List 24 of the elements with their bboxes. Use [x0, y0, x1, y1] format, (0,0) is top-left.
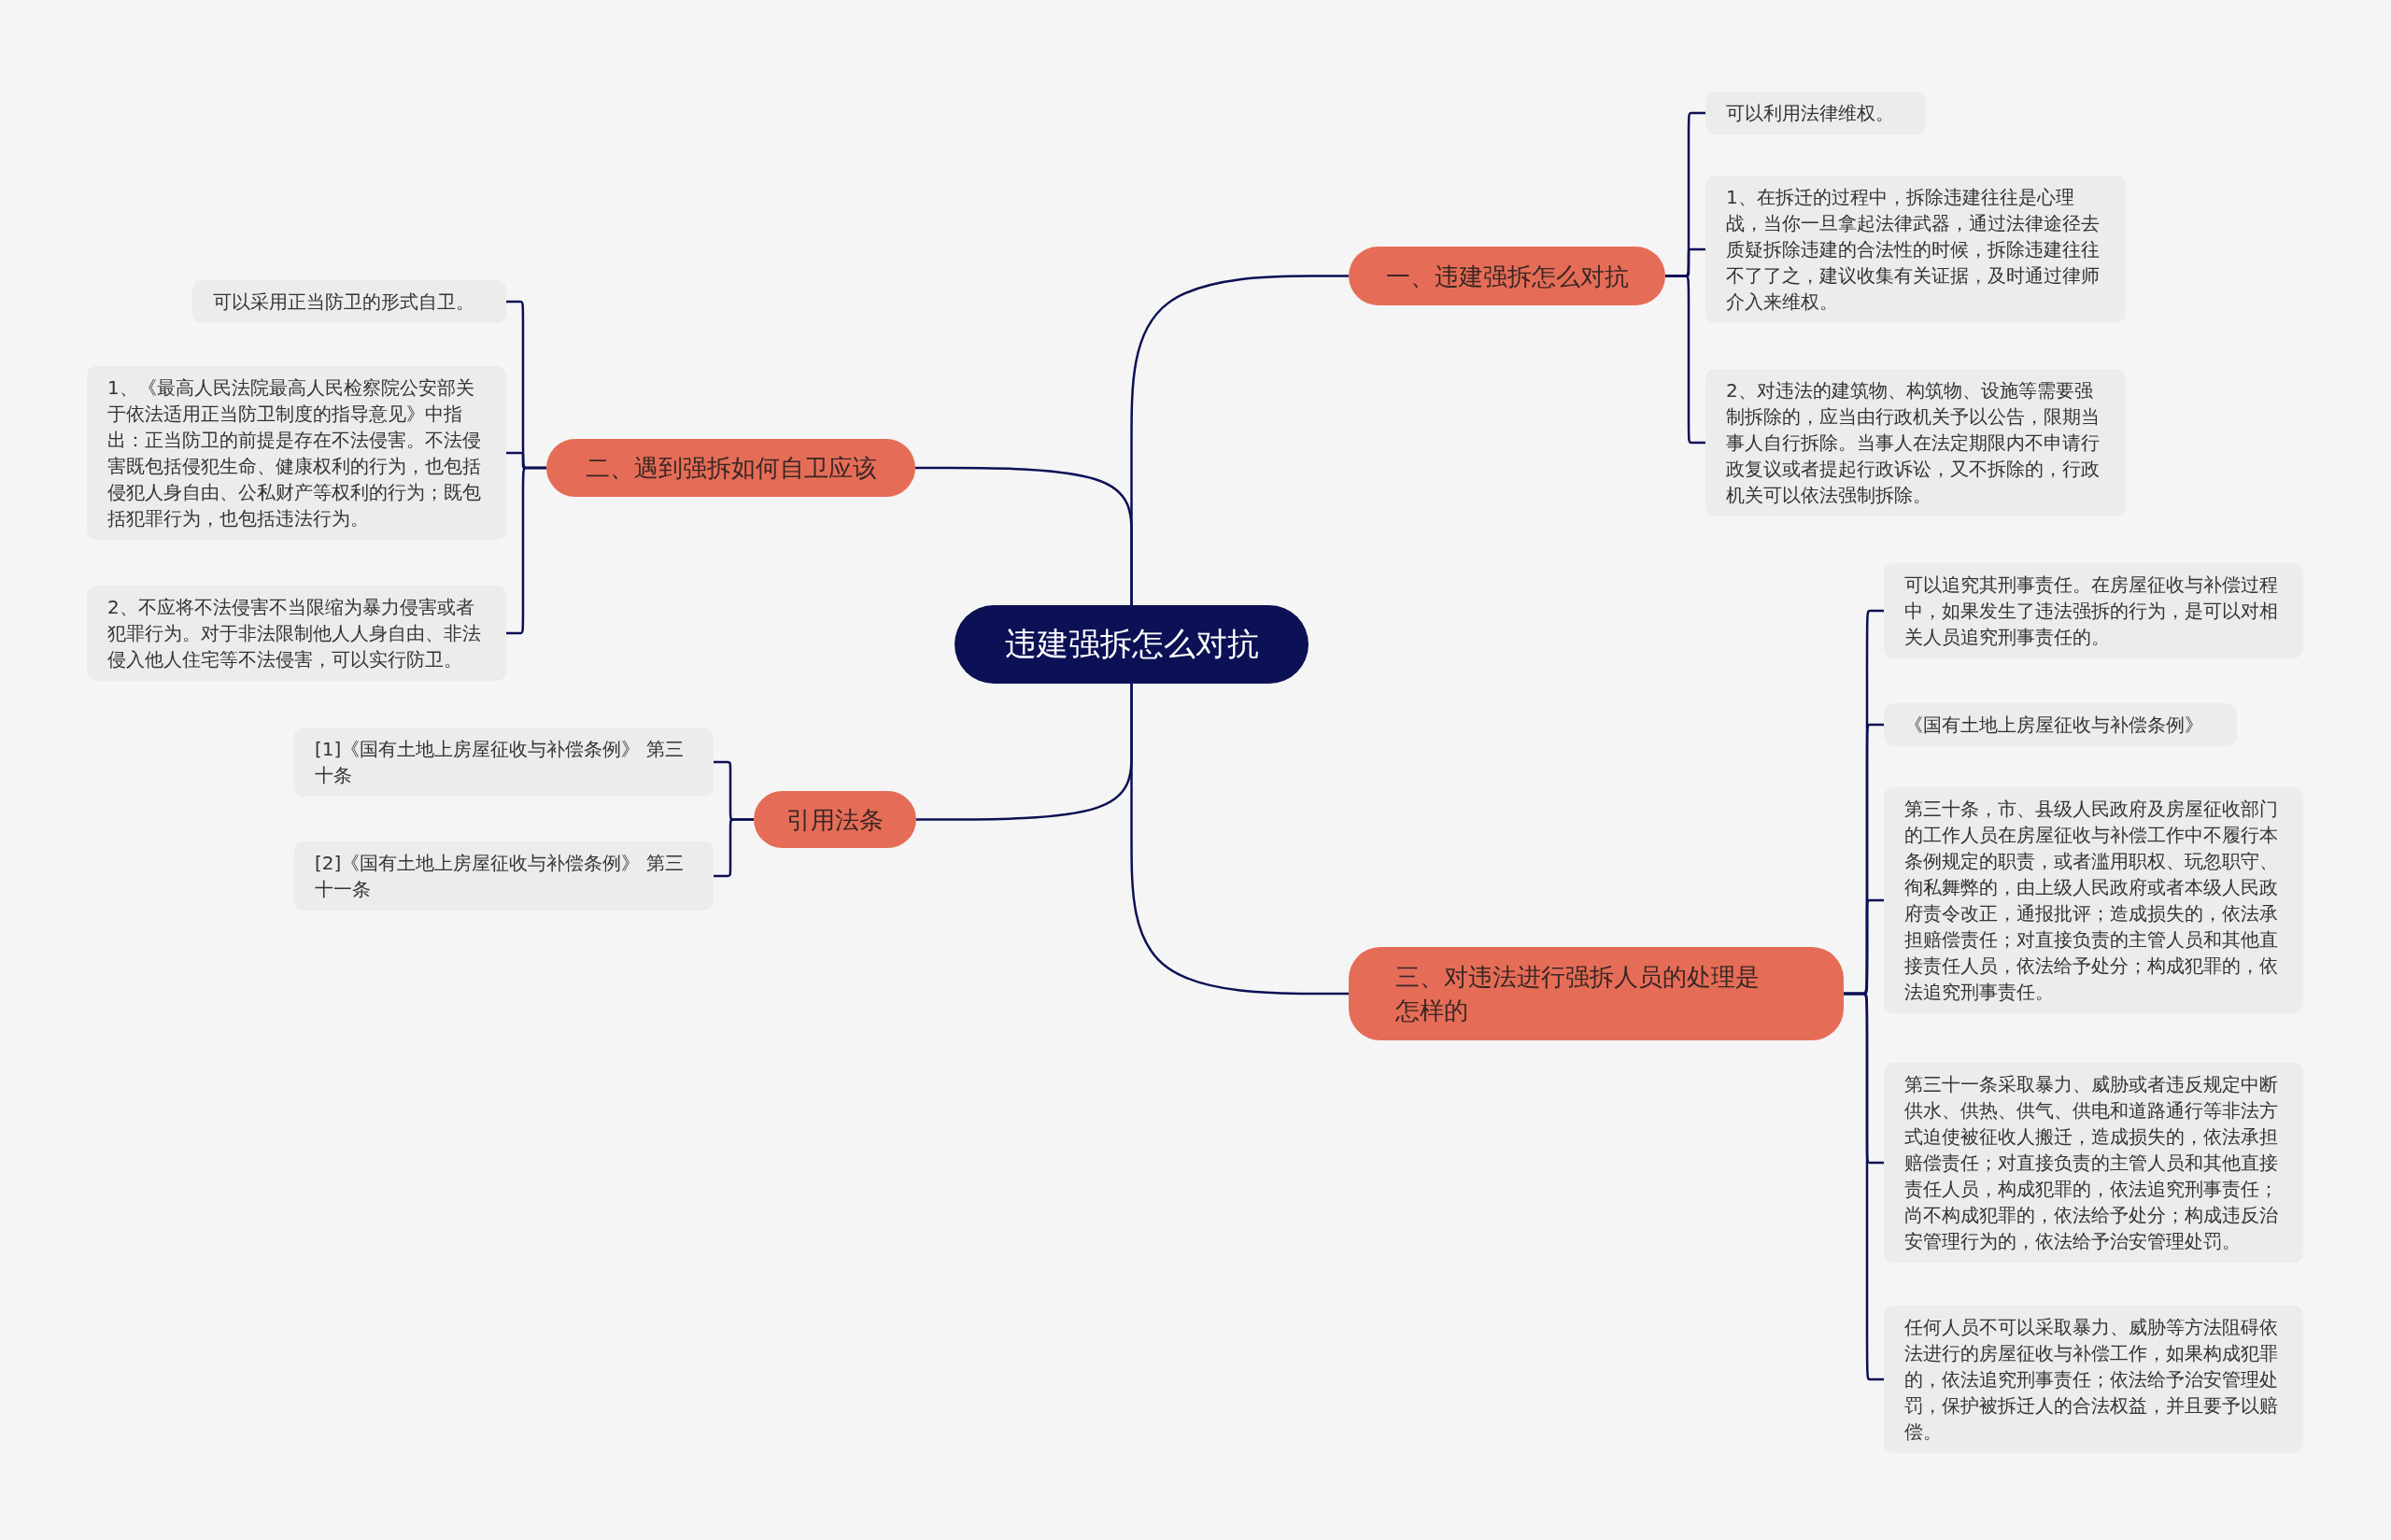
- note-card: 《国有土地上房屋征收与补偿条例》: [1884, 703, 2237, 746]
- note-card: 可以追究其刑事责任。在房屋征收与补偿过程中，如果发生了违法强拆的行为，是可以对相关人员追究刑事责任的。: [1884, 563, 2303, 658]
- topic-pill: 引用法条: [754, 791, 916, 848]
- connector-line: [714, 818, 754, 878]
- connector-line: [506, 466, 546, 635]
- topic-pill: 三、对违法进行强拆人员的处理是怎样的: [1349, 947, 1844, 1040]
- note-card: 1、《最高人民法院最高人民检察院公安部关于依法适用正当防卫制度的指导意见》中指出：正当防卫的前提是存在不法侵害。不法侵害既包括侵犯生命、健康权利的行为，也包括侵犯人身自由、公私财产等权利的行为；既包括犯罪行为，也包括违法行为。: [87, 366, 506, 540]
- note-card: [2]《国有土地上房屋征收与补偿条例》 第三十一条: [294, 841, 714, 911]
- note-card: 第三十一条采取暴力、威胁或者违反规定中断供水、供热、供气、供电和道路通行等非法方式迫使被征收人搬迁，造成损失的，依法承担赔偿责任；对直接负责的主管人员和其他直接责任人员，构成犯罪的，依法追究刑事责任；尚不构成犯罪的，依法给予处分；构成违反治安管理行为的，依法给予治安管理处罚。: [1884, 1063, 2303, 1263]
- note-card: 可以利用法律维权。: [1705, 92, 1926, 134]
- topic-pill: 一、违建强拆怎么对抗: [1349, 247, 1665, 305]
- central-topic: 违建强拆怎么对抗: [955, 605, 1309, 684]
- connector-line: [915, 466, 1133, 605]
- note-card: [1]《国有土地上房屋征收与补偿条例》 第三十条: [294, 728, 714, 797]
- note-card: 第三十条，市、县级人民政府及房屋征收部门的工作人员在房屋征收与补偿工作中不履行本条例规定的职责，或者滥用职权、玩忽职守、徇私舞弊的，由上级人民政府或者本级人民政府责令改正，通报批评；造成损失的，依法承担赔偿责任；对直接负责的主管人员和其他直接责任人员，依法给予处分；构成犯罪的，依法追究刑事责任。: [1884, 787, 2303, 1013]
- connector-line: [1844, 992, 1884, 1381]
- note-card: 2、不应将不法侵害不当限缩为暴力侵害或者犯罪行为。对于非法限制他人人身自由、非法侵入他人住宅等不法侵害，可以实行防卫。: [87, 586, 506, 681]
- topic-pill: 二、遇到强拆如何自卫应该: [546, 439, 915, 497]
- connector-line: [1130, 684, 1349, 996]
- note-card: 2、对违法的建筑物、构筑物、设施等需要强制拆除的，应当由行政机关予以公告，限期当事人自行拆除。当事人在法定期限内不申请行政复议或者提起行政诉讼，又不拆除的，行政机关可以依法强制拆除。: [1705, 369, 2126, 516]
- note-card: 任何人员不可以采取暴力、威胁等方法阻碍依法进行的房屋征收与补偿工作，如果构成犯罪的，依法追究刑事责任；依法给予治安管理处罚，保护被拆迁人的合法权益，并且要予以赔偿。: [1884, 1306, 2303, 1453]
- connector-line: [1665, 275, 1705, 445]
- note-card: 1、在拆迁的过程中，拆除违建往往是心理战，当你一旦拿起法律武器，通过法律途径去质疑拆除违建的合法性的时候，拆除违建往往不了了之，建议收集有关证据，及时通过律师介入来维权。: [1705, 176, 2126, 323]
- note-card: 可以采用正当防卫的形式自卫。: [192, 280, 506, 323]
